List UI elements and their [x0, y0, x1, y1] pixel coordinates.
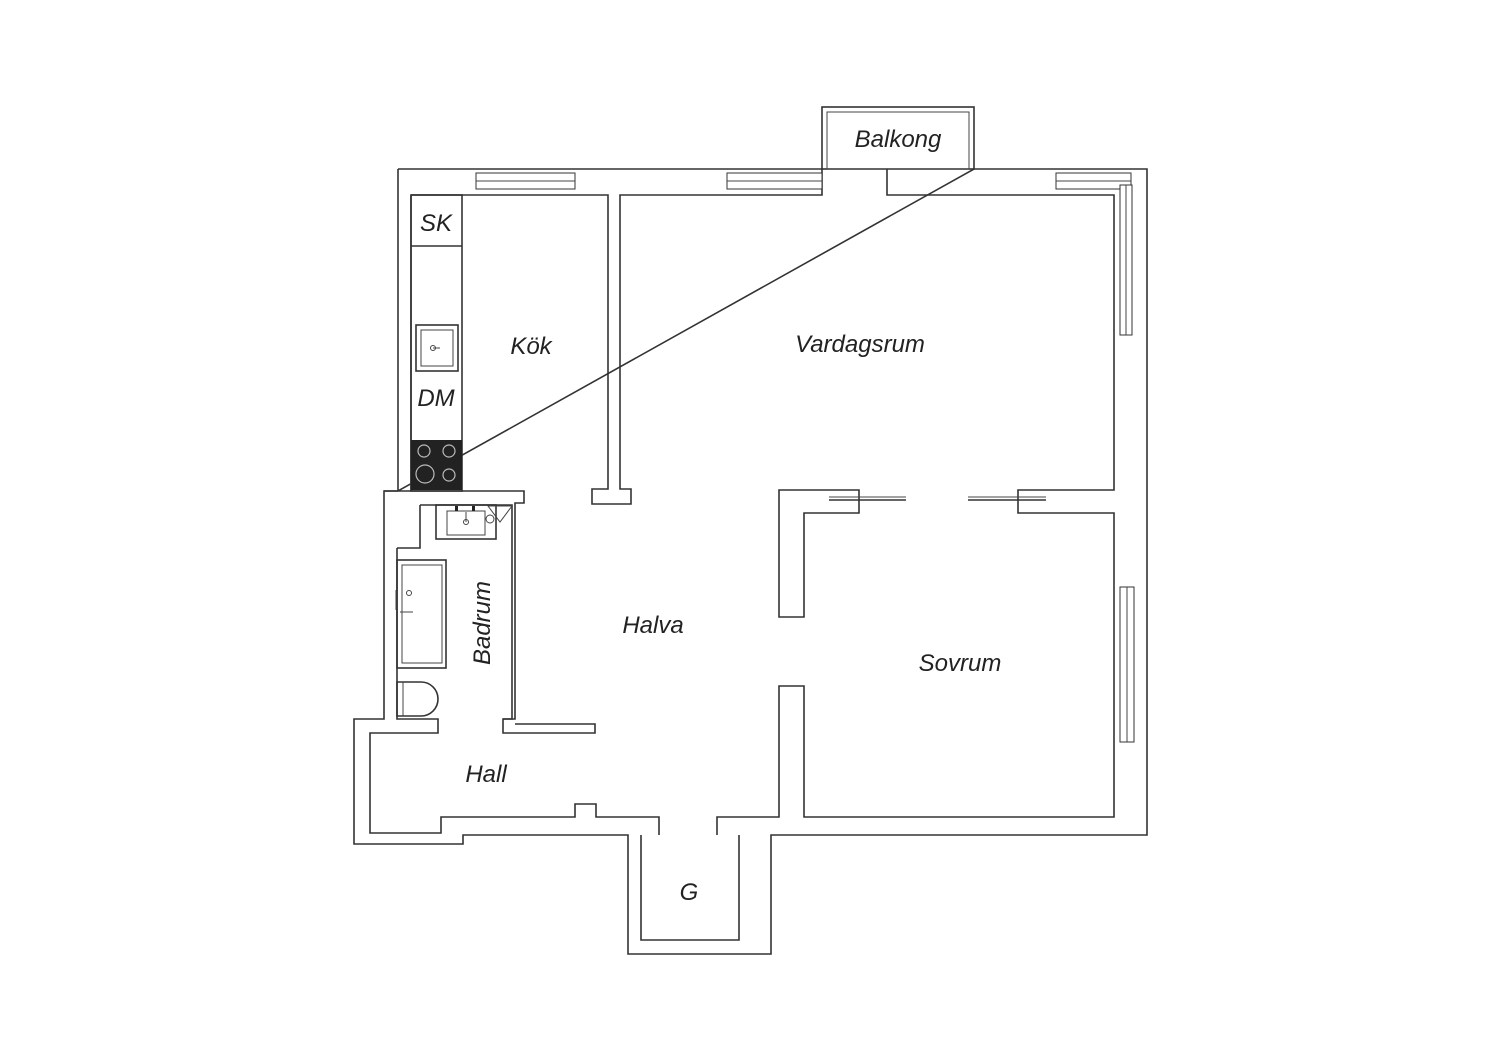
- washbasin-icon: [435, 504, 497, 540]
- washing-machine-icon: [485, 505, 513, 524]
- label-sovrum: Sovrum: [919, 650, 1002, 677]
- bathtub-icon: [395, 559, 447, 669]
- room-labels: Balkong SK Kök DM Vardagsrum Badrum Halv…: [417, 126, 1001, 906]
- bathroom-fixtures: [395, 504, 513, 717]
- label-halva: Halva: [622, 612, 683, 639]
- kitchen-counter: [410, 194, 463, 492]
- sliding-doors: [829, 496, 1046, 501]
- sink-icon: [415, 324, 459, 372]
- label-badrum: Badrum: [469, 581, 496, 665]
- label-balkong: Balkong: [855, 126, 942, 153]
- label-vardagsrum: Vardagsrum: [795, 331, 925, 358]
- windows: [475, 172, 1135, 743]
- label-hall: Hall: [465, 761, 507, 788]
- stove-icon: [411, 440, 462, 490]
- label-kok: Kök: [510, 333, 553, 360]
- toilet-icon: [396, 681, 439, 717]
- balcony: [821, 106, 975, 170]
- label-dm: DM: [417, 385, 454, 412]
- outer-walls: [353, 168, 1148, 955]
- label-g: G: [680, 879, 699, 906]
- label-sk: SK: [420, 210, 453, 237]
